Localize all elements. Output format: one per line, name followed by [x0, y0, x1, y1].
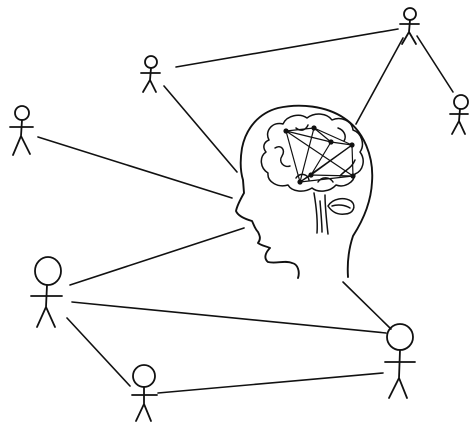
edge-leftlower-bottomright — [72, 302, 386, 333]
person-far-right — [450, 95, 468, 134]
person-bottom-right — [385, 324, 415, 398]
edge-topmid-topright — [176, 29, 398, 67]
edge-topright-farright — [417, 36, 453, 92]
edge-topmid-head — [164, 86, 237, 172]
person-bottom-mid — [132, 365, 157, 421]
person-left-lower — [31, 257, 62, 327]
edge-head-bottomright — [343, 282, 391, 329]
edge-leftlower-bottommid — [67, 318, 130, 386]
edge-bottommid-bottomright — [158, 373, 383, 393]
edge-leftlower-mouth — [70, 228, 244, 285]
person-top-mid — [141, 56, 160, 92]
network-node — [349, 142, 354, 147]
network-node — [297, 179, 302, 184]
edge-topright-brain — [356, 38, 403, 124]
head-profile-icon — [236, 106, 372, 278]
network-node — [311, 125, 316, 130]
network-node — [283, 128, 288, 133]
edge-leftupper-head — [38, 137, 232, 198]
network-node — [350, 173, 355, 178]
network-node — [308, 172, 313, 177]
person-left-upper — [10, 106, 33, 155]
connections — [38, 29, 453, 393]
network-node — [328, 139, 333, 144]
